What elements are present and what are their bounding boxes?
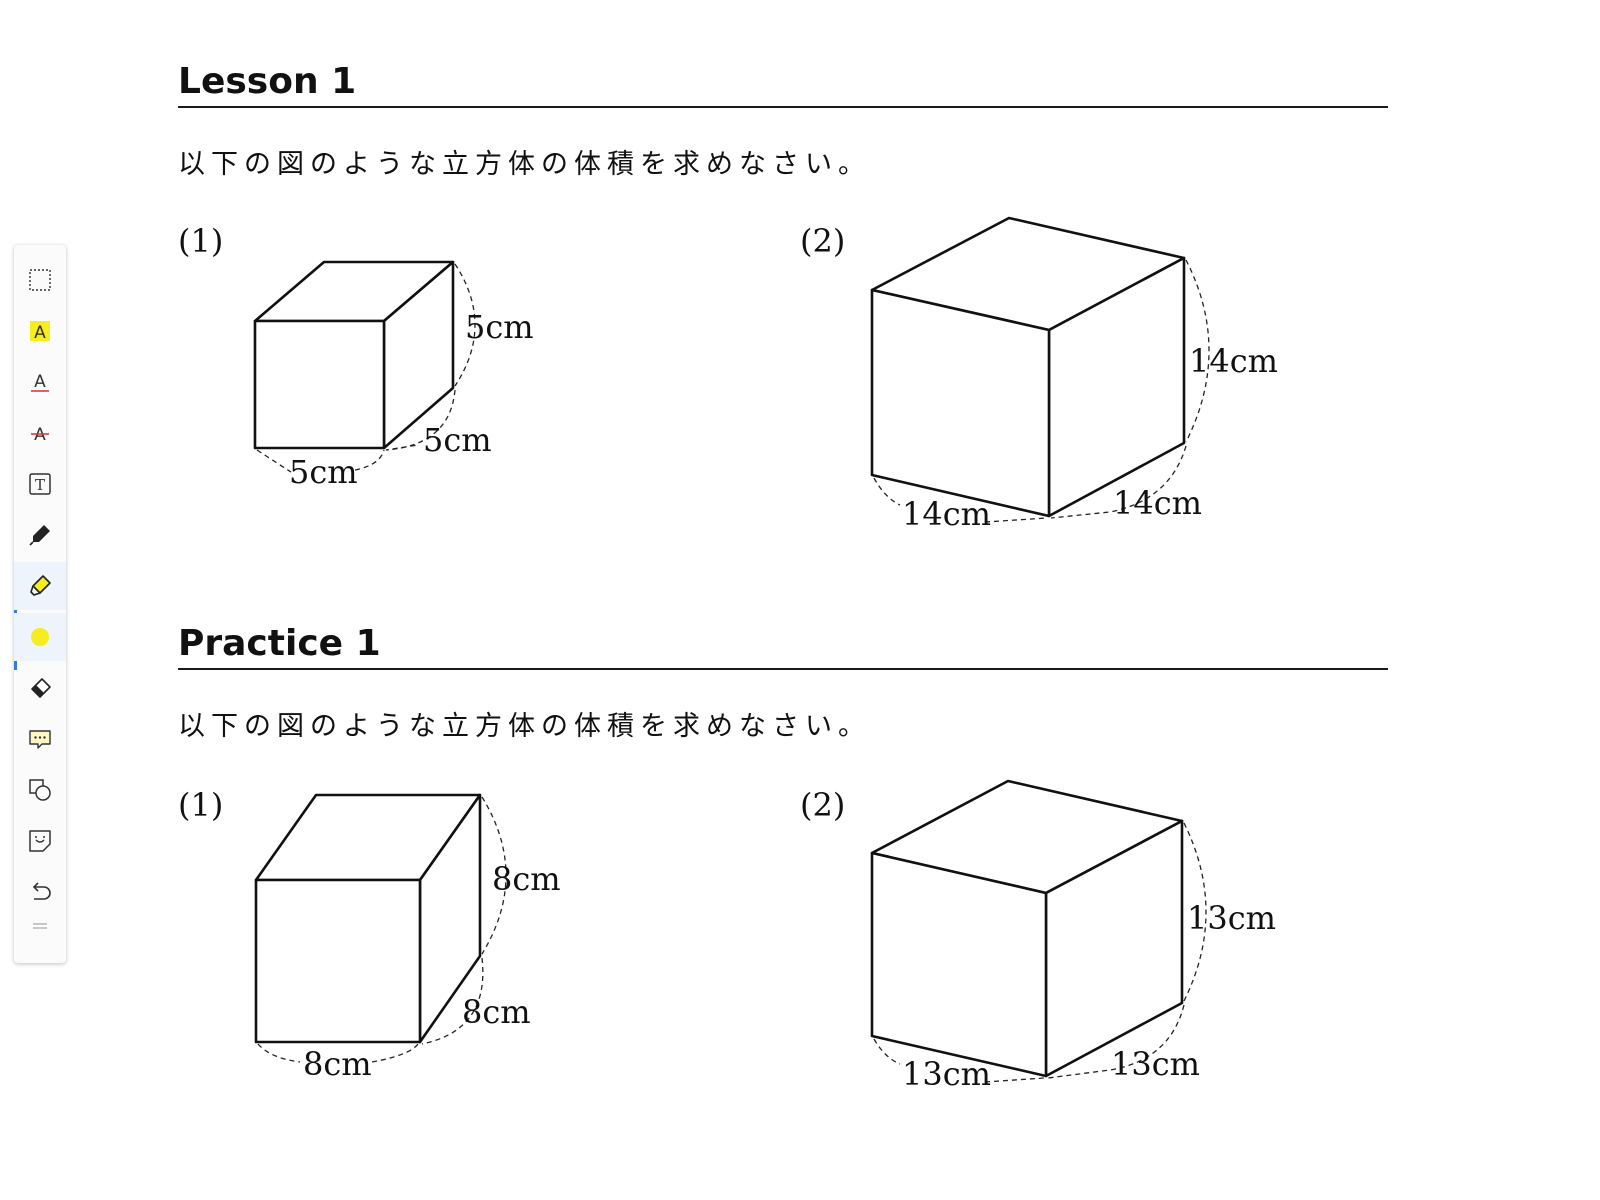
strikethrough-a-icon: A [31, 425, 49, 445]
highlighter-button[interactable] [14, 562, 66, 610]
cube-practice-1-2: 13cm 13cm 13cm [870, 779, 1276, 1093]
left-dimension-arc [873, 1038, 1045, 1083]
select-area-button[interactable] [14, 256, 66, 304]
text-box-glyph: T [35, 476, 45, 494]
comment-button[interactable] [14, 715, 66, 763]
left-dimension-arc [873, 477, 1048, 523]
section-title-lesson-1: Lesson 1 [178, 60, 1388, 108]
highlight-text-button[interactable]: A [14, 307, 66, 355]
left-label: 13cm [902, 1055, 991, 1093]
height-dimension-arc [1185, 259, 1210, 443]
shapes-button[interactable] [14, 766, 66, 814]
toolbar-drag-handle-line [33, 927, 47, 929]
height-dimension-arc [454, 263, 476, 387]
cube-left-face [870, 288, 1051, 518]
depth-label: 8cm [462, 993, 531, 1031]
undo-icon [32, 882, 51, 900]
height-label: 13cm [1187, 899, 1276, 937]
underline-a-glyph: A [34, 372, 46, 392]
problem-number-lesson-1-2: (2) [800, 222, 846, 260]
dashed-rectangle-icon [29, 269, 51, 291]
pen-button[interactable] [14, 511, 66, 559]
right-label: 13cm [1111, 1045, 1200, 1083]
cube-practice-1-1: 8cm 8cm 8cm [254, 793, 561, 1083]
height-dimension-arc [481, 796, 507, 955]
sticker-button[interactable] [14, 817, 66, 865]
strikethrough-a-glyph: A [34, 425, 46, 445]
highlight-a-glyph: A [34, 323, 46, 343]
instruction-practice-1: 以下の図のような立方体の体積を求めなさい。 [178, 711, 871, 742]
cube-front-face [253, 319, 386, 450]
height-label: 8cm [492, 860, 561, 898]
strikethrough-text-button[interactable]: A [14, 409, 66, 457]
color-picker-button[interactable] [14, 613, 66, 661]
cube-front-face [254, 878, 422, 1044]
width-label: 8cm [303, 1045, 372, 1083]
cube-lesson-1-2: 14cm 14cm 14cm [870, 216, 1278, 533]
right-dimension-arc [1050, 445, 1187, 519]
eraser-icon [31, 678, 51, 698]
section-title-practice-1: Practice 1 [178, 622, 1388, 670]
height-label: 14cm [1189, 342, 1278, 380]
yellow-color-dot-icon [31, 628, 49, 646]
depth-label: 5cm [423, 421, 492, 459]
highlighter-icon [30, 575, 51, 596]
width-dimension-arc [256, 449, 385, 473]
width-dimension-arc [257, 1043, 419, 1063]
instruction-lesson-1: 以下の図のような立方体の体積を求めなさい。 [178, 149, 871, 180]
right-dimension-arc [1047, 1004, 1185, 1079]
cube-lesson-1-1: 5cm 5cm 5cm [253, 260, 534, 491]
text-box-icon: T [29, 473, 51, 495]
annotation-toolbar: A A A T [14, 245, 66, 963]
highlight-a-icon: A [30, 321, 50, 343]
depth-dimension-arc [385, 389, 456, 451]
cube-left-face [870, 851, 1048, 1078]
sticker-icon [29, 830, 51, 852]
toolbar-drag-handle[interactable] [33, 923, 47, 925]
height-label: 5cm [465, 308, 534, 346]
problem-number-practice-1-1: (1) [178, 786, 224, 824]
height-dimension-arc [1183, 822, 1207, 1002]
problem-number-practice-1-2: (2) [800, 786, 846, 824]
underline-a-icon: A [31, 372, 49, 392]
underline-text-button[interactable]: A [14, 358, 66, 406]
eraser-button[interactable] [14, 664, 66, 712]
left-label: 14cm [902, 495, 991, 533]
depth-dimension-arc [421, 957, 484, 1045]
undo-button[interactable] [14, 868, 66, 916]
shapes-icon [29, 779, 51, 801]
comment-icon [29, 730, 51, 749]
problem-number-lesson-1-1: (1) [178, 222, 224, 260]
pen-icon [29, 525, 50, 546]
width-label: 5cm [289, 453, 358, 491]
text-box-button[interactable]: T [14, 460, 66, 508]
right-label: 14cm [1113, 484, 1202, 522]
